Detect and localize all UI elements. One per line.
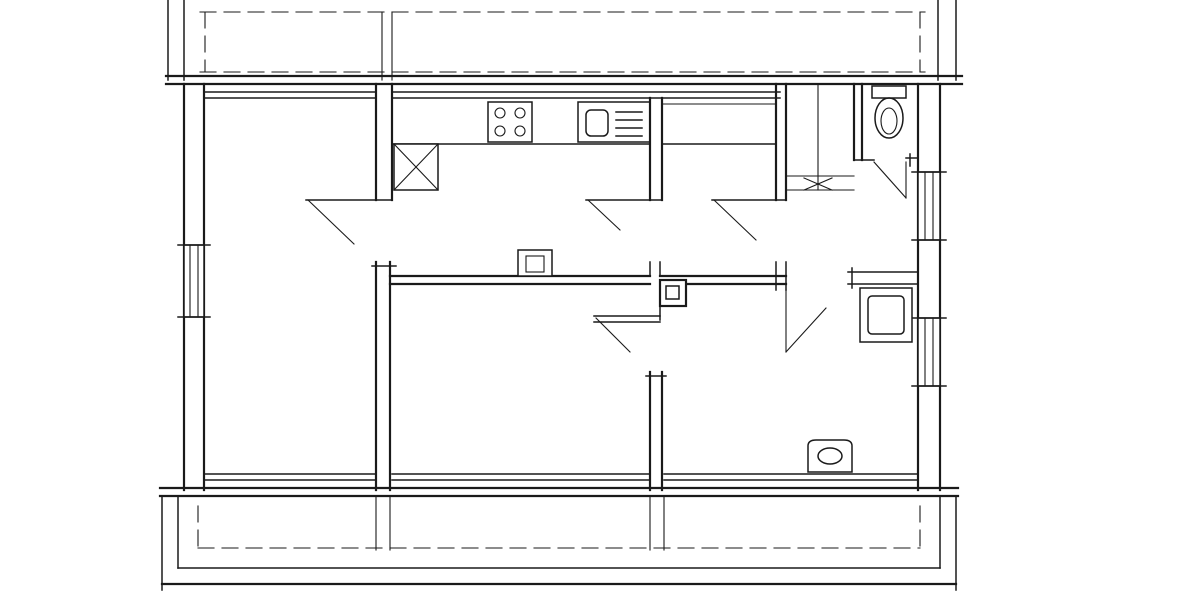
toilet-icon <box>871 85 907 139</box>
top-exterior-wall <box>164 74 964 99</box>
stove-icon <box>487 101 533 143</box>
right-window-upper <box>917 171 941 241</box>
shower-icon <box>859 287 913 343</box>
left-window <box>183 244 205 318</box>
stair <box>785 83 855 191</box>
door-swing-room <box>713 199 757 241</box>
interior-walls <box>305 82 919 492</box>
door-swing-bedroom <box>595 317 631 353</box>
door-swing-kitchen <box>587 199 621 231</box>
door-swings <box>307 161 907 353</box>
kitchen-counter <box>391 101 777 191</box>
bottom-exterior-wall <box>158 473 960 498</box>
door-swing-wc <box>873 161 907 199</box>
bottom-balcony <box>160 495 958 591</box>
chimney-icon <box>658 278 688 308</box>
washbasin-icon <box>807 439 853 473</box>
left-exterior-wall <box>177 82 211 492</box>
door-swing-bath <box>785 307 827 353</box>
chimney-stub <box>517 249 553 277</box>
sink-icon <box>577 101 651 143</box>
door-swing-living <box>307 199 355 245</box>
top-balcony <box>167 0 957 81</box>
right-window-lower <box>917 317 941 387</box>
right-exterior-wall <box>911 82 947 492</box>
